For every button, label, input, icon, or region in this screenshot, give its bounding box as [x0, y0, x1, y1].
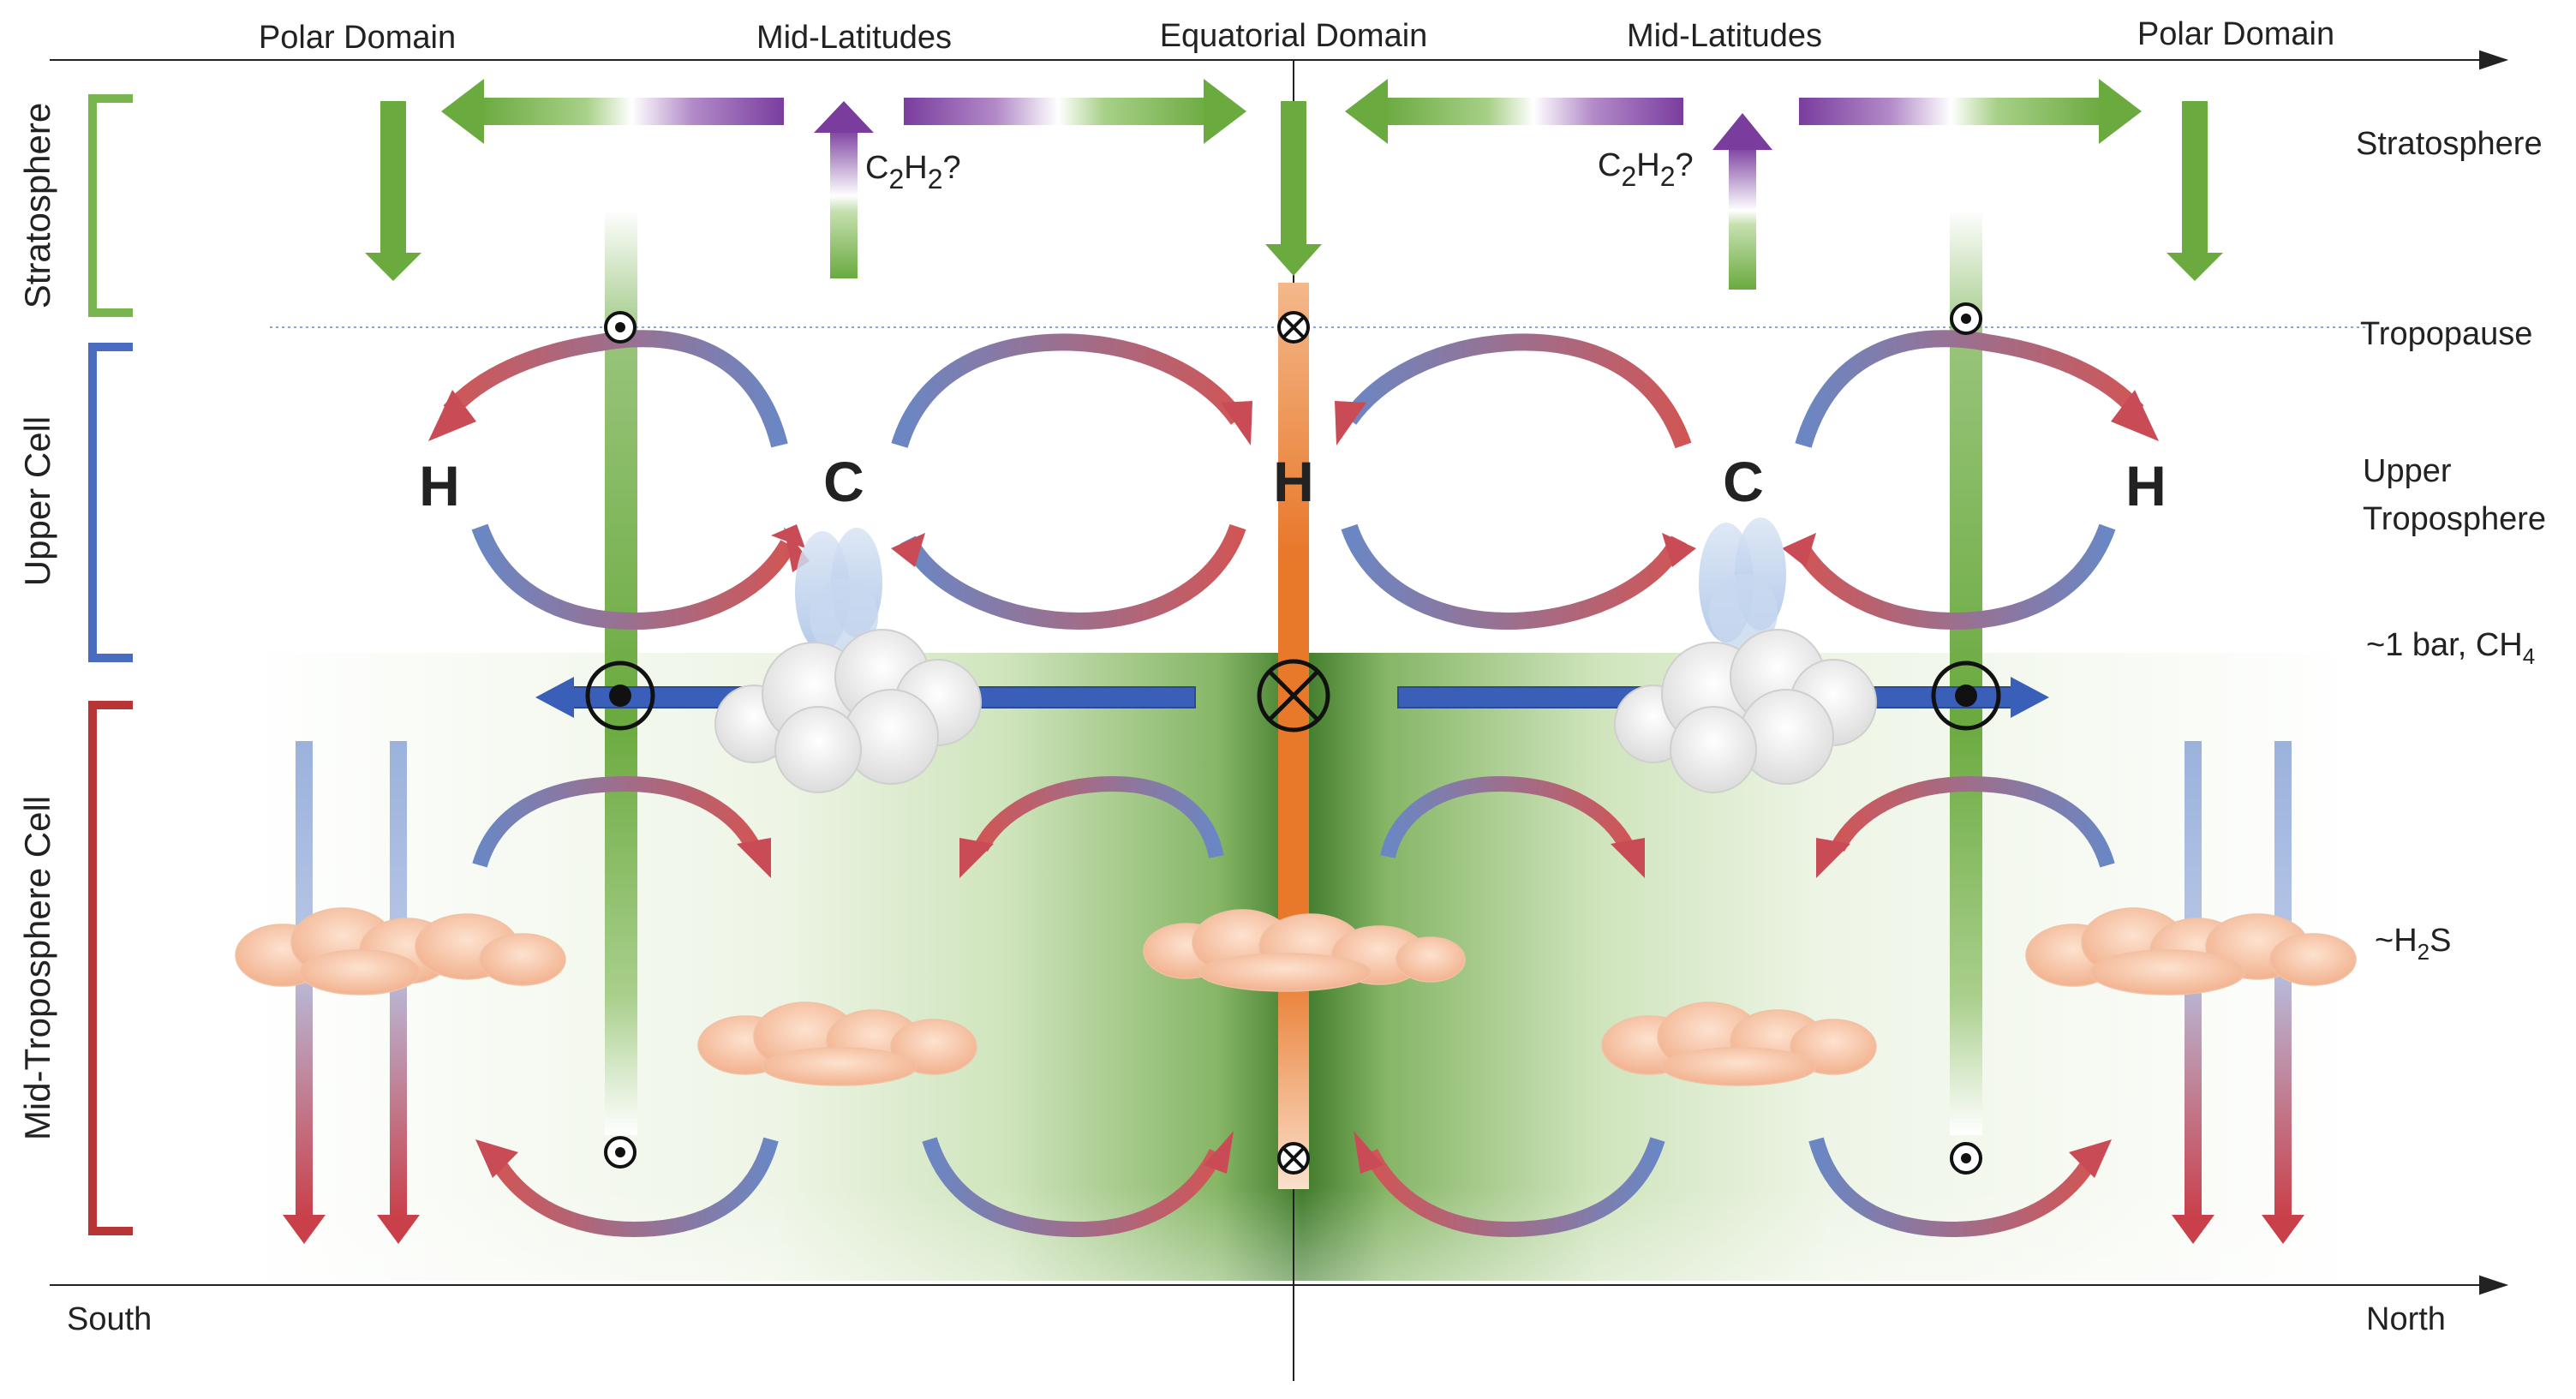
cold-label-south-mid: C: [823, 450, 864, 513]
h2s-cloud-south-mid: [697, 1001, 977, 1086]
h2s-cloud-north-pole: [2025, 907, 2357, 995]
cell-labels: H C H C H: [419, 450, 2167, 517]
label-one-bar: ~1 bar, CH4: [2366, 627, 2535, 669]
label-h2s: ~H2S: [2375, 923, 2451, 965]
hot-label-south-pole: H: [419, 454, 460, 517]
out-of-page-symbol: [1950, 302, 1982, 335]
upper-cell-arcs: [443, 330, 2144, 631]
h2s-cloud-equator: [1143, 909, 1466, 992]
label-mid-south: Mid-Latitudes: [756, 20, 952, 56]
flow-symbols: [585, 302, 2001, 1175]
label-polar-south: Polar Domain: [259, 20, 456, 56]
ammonia-cloud-north: [1614, 629, 1877, 793]
out-of-page-symbol: [604, 1136, 637, 1169]
hot-label-north-pole: H: [2125, 454, 2167, 517]
into-page-symbol-large: [1257, 659, 1330, 732]
label-polar-north: Polar Domain: [2137, 16, 2334, 52]
out-of-page-symbol: [1950, 1142, 1982, 1175]
out-of-page-symbol: [604, 311, 637, 344]
label-c2h2-south: C2H2?: [865, 150, 961, 194]
label-upper-line2: Troposphere: [2363, 501, 2546, 537]
label-c2h2-north: C2H2?: [1598, 147, 1694, 192]
label-upper-line1: Upper: [2363, 453, 2452, 489]
out-of-page-symbol-large: [1931, 661, 2001, 731]
hot-label-equator: H: [1273, 450, 1314, 513]
side-brackets: [88, 94, 133, 1235]
into-page-symbol: [1277, 311, 1310, 344]
ammonia-cloud-south: [714, 629, 982, 793]
convective-plume-north: [1699, 517, 1786, 651]
label-south: South: [67, 1301, 152, 1337]
mid-cell-arcs: [472, 775, 2115, 1238]
label-equatorial: Equatorial Domain: [1160, 18, 1428, 54]
side-label-stratosphere: Stratosphere: [17, 103, 57, 308]
into-page-symbol: [1277, 1142, 1310, 1175]
north-polar-column: [1950, 210, 1982, 1135]
cold-label-north-mid: C: [1723, 450, 1764, 513]
domain-labels: Polar Domain Mid-Latitudes Equatorial Do…: [259, 16, 2334, 56]
h2s-cloud-north-mid: [1601, 1001, 1877, 1086]
label-stratosphere-right: Stratosphere: [2356, 126, 2543, 162]
label-north: North: [2366, 1301, 2446, 1337]
label-tropopause: Tropopause: [2360, 316, 2532, 352]
h2s-clouds: [235, 907, 2357, 1086]
side-label-upper-cell: Upper Cell: [17, 416, 57, 586]
stratosphere-arrows: [365, 79, 2223, 290]
mid-cell-arrowheads: [475, 838, 2112, 1178]
equatorial-column: [1278, 283, 1309, 1189]
label-mid-north: Mid-Latitudes: [1627, 18, 1822, 54]
south-polar-column: [605, 210, 637, 1135]
side-label-mid-cell: Mid-Troposphere Cell: [17, 796, 57, 1140]
layer-labels: Stratosphere Tropopause Upper Tropospher…: [2356, 126, 2546, 965]
out-of-page-symbol-large: [585, 661, 655, 731]
h2s-cloud-south-pole: [235, 907, 566, 995]
